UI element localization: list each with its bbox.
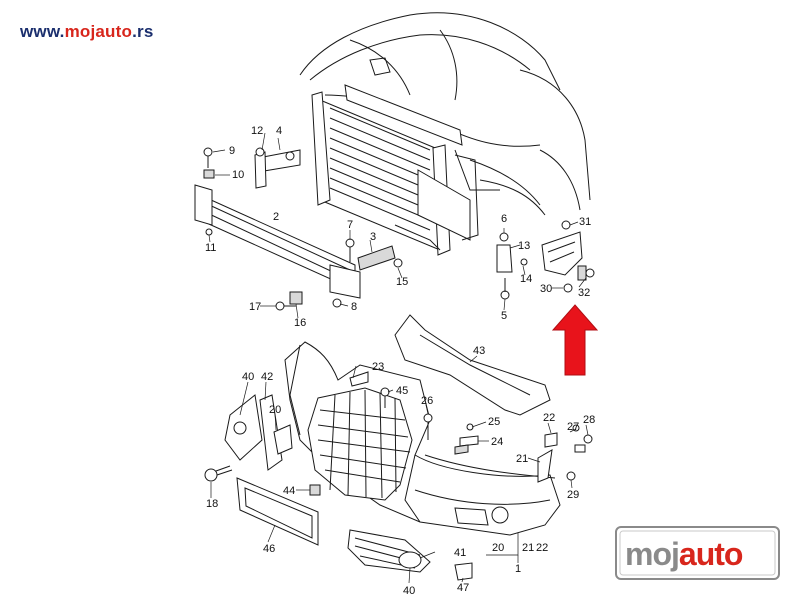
callout-42: 42 (261, 371, 273, 383)
callout-18: 18 (206, 498, 218, 510)
callout-31: 31 (579, 216, 591, 228)
callout-40-b: 40 (403, 585, 415, 597)
callout-32: 32 (578, 287, 590, 299)
callout-29: 29 (567, 489, 579, 501)
callout-20-a: 20 (269, 404, 281, 416)
leader-lines (208, 132, 589, 584)
impact-bar (194, 184, 361, 299)
callout-12: 12 (251, 125, 263, 137)
callout-21-b: 21 (522, 542, 534, 554)
callout-24: 24 (491, 436, 503, 448)
callout-3: 3 (370, 231, 376, 243)
callouts: 12 4 9 10 2 11 7 3 15 17 16 8 6 13 14 5 … (205, 125, 595, 597)
callout-2: 2 (273, 211, 279, 223)
site-url-brand: mojauto (64, 22, 133, 41)
callout-11: 11 (205, 242, 216, 254)
part-3 (357, 245, 396, 271)
left-trims (224, 394, 293, 471)
site-url-prefix: www. (20, 22, 65, 41)
callout-44: 44 (283, 485, 295, 497)
callout-23: 23 (372, 361, 384, 373)
callout-21-a: 21 (516, 453, 528, 465)
fasteners (203, 147, 595, 311)
tow-eye (204, 465, 233, 482)
callout-41: 41 (454, 547, 466, 559)
callout-5: 5 (501, 310, 507, 322)
crash-box-4 (254, 149, 301, 189)
callout-30: 30 (540, 283, 552, 295)
small-parts-lower (309, 371, 593, 581)
callout-1: 1 (515, 563, 521, 575)
callout-13: 13 (518, 240, 530, 252)
callout-20-b: 20 (492, 542, 504, 554)
callout-8: 8 (351, 301, 357, 313)
callout-45: 45 (396, 385, 408, 397)
grille (307, 387, 413, 501)
callout-46: 46 (263, 543, 275, 555)
mojauto-logo[interactable]: mojauto (615, 526, 780, 580)
lower-grille (347, 529, 431, 573)
red-arrow (551, 304, 599, 376)
callout-4: 4 (276, 125, 282, 137)
callout-26: 26 (421, 395, 433, 407)
callout-22-b: 22 (536, 542, 548, 554)
site-url[interactable]: www.mojauto.rs (20, 22, 153, 42)
radiator-carrier (311, 84, 479, 256)
callout-16: 16 (294, 317, 306, 329)
callout-10: 10 (232, 169, 244, 181)
callout-6: 6 (501, 213, 507, 225)
callout-15: 15 (396, 276, 408, 288)
logo-text-auto: auto (679, 536, 743, 572)
callout-7: 7 (347, 219, 353, 231)
callout-27: 27 (567, 421, 579, 433)
callout-14: 14 (520, 273, 532, 285)
svg-text:mojauto: mojauto (625, 536, 743, 572)
callout-9: 9 (229, 145, 235, 157)
callout-47: 47 (457, 582, 469, 594)
callout-40-a: 40 (242, 371, 254, 383)
callout-17: 17 (249, 301, 261, 313)
callout-43: 43 (473, 345, 485, 357)
logo-text-moj: moj (625, 536, 679, 572)
callout-28: 28 (583, 414, 595, 426)
site-url-suffix: .rs (132, 22, 154, 41)
callout-25: 25 (488, 416, 500, 428)
upper-trim-43 (394, 314, 551, 416)
license-plate-bracket (236, 477, 319, 546)
callout-22-a: 22 (543, 412, 555, 424)
